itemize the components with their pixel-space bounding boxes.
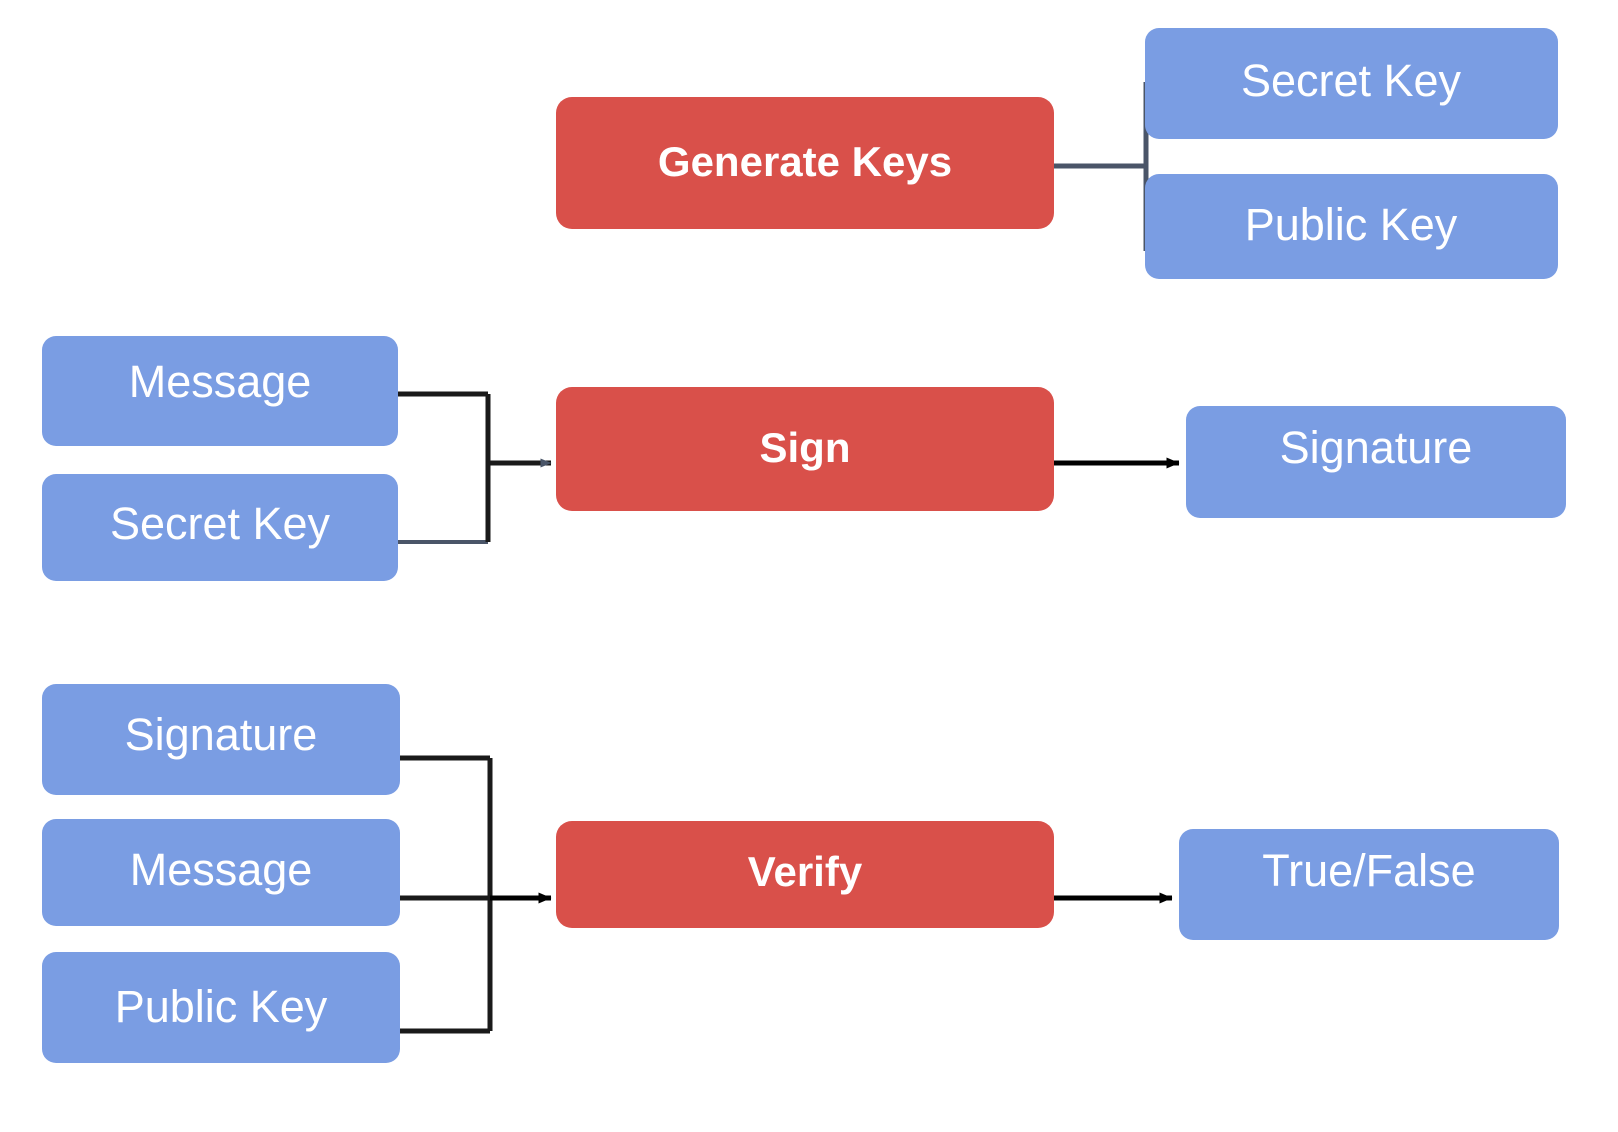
node-sign-secret-key-input[interactable]: Secret Key (42, 474, 398, 581)
node-verify-message-input[interactable]: Message (42, 819, 400, 926)
node-verify-public-key-input-label: Public Key (115, 981, 328, 1032)
node-sign[interactable]: Sign (556, 387, 1054, 511)
node-true-false-output[interactable]: True/False (1179, 829, 1559, 940)
node-signature-output[interactable]: Signature (1186, 406, 1566, 518)
node-generate-keys[interactable]: Generate Keys (556, 97, 1054, 229)
node-sign-label: Sign (760, 424, 851, 471)
node-public-key-output-label: Public Key (1245, 199, 1458, 250)
node-sign-secret-key-input-label: Secret Key (110, 498, 331, 549)
node-public-key-output[interactable]: Public Key (1145, 174, 1558, 279)
node-verify-signature-input[interactable]: Signature (42, 684, 400, 795)
node-signature-output-label: Signature (1280, 422, 1473, 473)
section-generate-keys: Generate Keys Secret Key Public Key (556, 28, 1558, 279)
section-sign: Message Secret Key Sign Signature (42, 336, 1566, 581)
section-verify: Signature Message Public Key Verify True… (42, 684, 1559, 1063)
node-verify[interactable]: Verify (556, 821, 1054, 928)
node-verify-message-input-label: Message (130, 844, 313, 895)
node-secret-key-output[interactable]: Secret Key (1145, 28, 1558, 139)
node-verify-public-key-input[interactable]: Public Key (42, 952, 400, 1063)
node-generate-keys-label: Generate Keys (658, 138, 952, 185)
node-verify-label: Verify (748, 848, 863, 895)
node-sign-message-input-label: Message (129, 356, 312, 407)
node-sign-message-input[interactable]: Message (42, 336, 398, 446)
node-secret-key-output-label: Secret Key (1241, 55, 1462, 106)
node-true-false-output-label: True/False (1262, 845, 1475, 896)
node-verify-signature-input-label: Signature (125, 709, 318, 760)
